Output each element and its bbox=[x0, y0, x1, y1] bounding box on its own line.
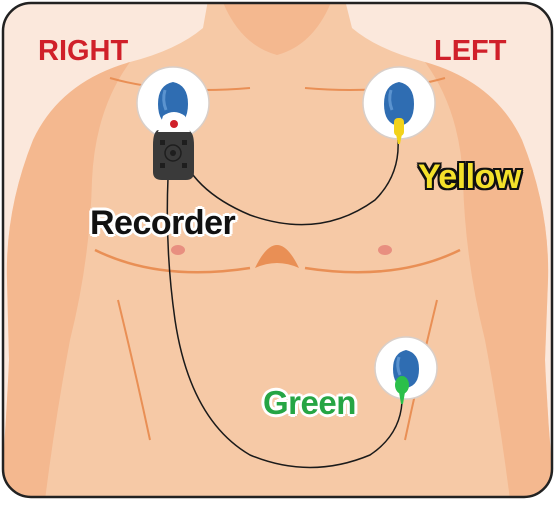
yellow-lead-label: Yellow bbox=[418, 160, 521, 194]
side-label-left: LEFT bbox=[434, 37, 507, 66]
green-lead-label: Green bbox=[263, 386, 356, 419]
recorder-label: Recorder bbox=[90, 206, 235, 240]
nipple-right bbox=[171, 245, 185, 255]
side-label-right: RIGHT bbox=[38, 37, 128, 66]
nipple-left bbox=[378, 245, 392, 255]
